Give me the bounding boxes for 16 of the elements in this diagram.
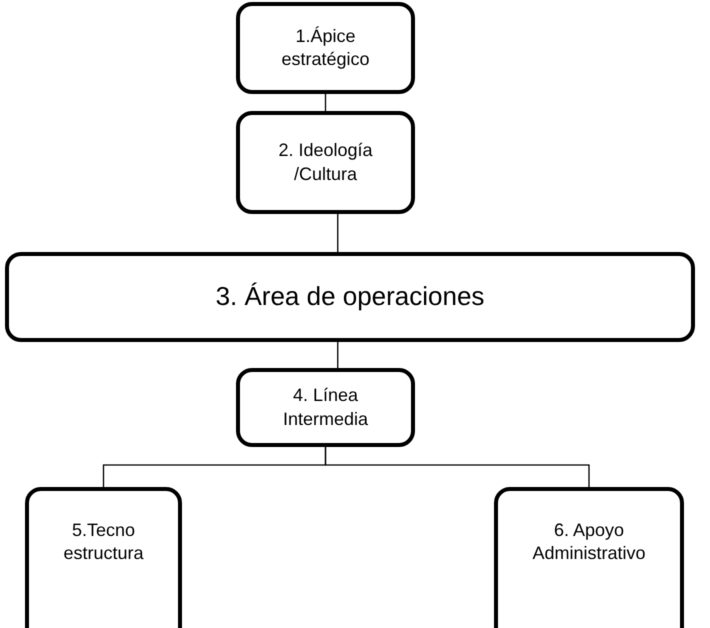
connector-line <box>324 94 326 111</box>
connector-line <box>337 214 338 252</box>
box-label: 4. Línea Intermedia <box>282 384 370 430</box>
org-box <box>5 252 695 342</box>
org-box <box>236 2 415 94</box>
connector-line <box>337 342 338 368</box>
box-label: 6. Apoyo Administrativo <box>531 519 647 566</box>
box-label: 3. Área de operaciones <box>216 280 484 314</box>
box-label: 1.Ápice estratégico <box>280 24 371 71</box>
org-box <box>25 487 182 628</box>
org-box <box>236 111 415 214</box>
box-label: 5.Tecno estructura <box>62 519 145 566</box>
connector-line <box>324 447 590 487</box>
box-label: 2. Ideología /Cultura <box>277 139 374 186</box>
org-box <box>494 487 684 628</box>
org-box <box>236 368 415 447</box>
